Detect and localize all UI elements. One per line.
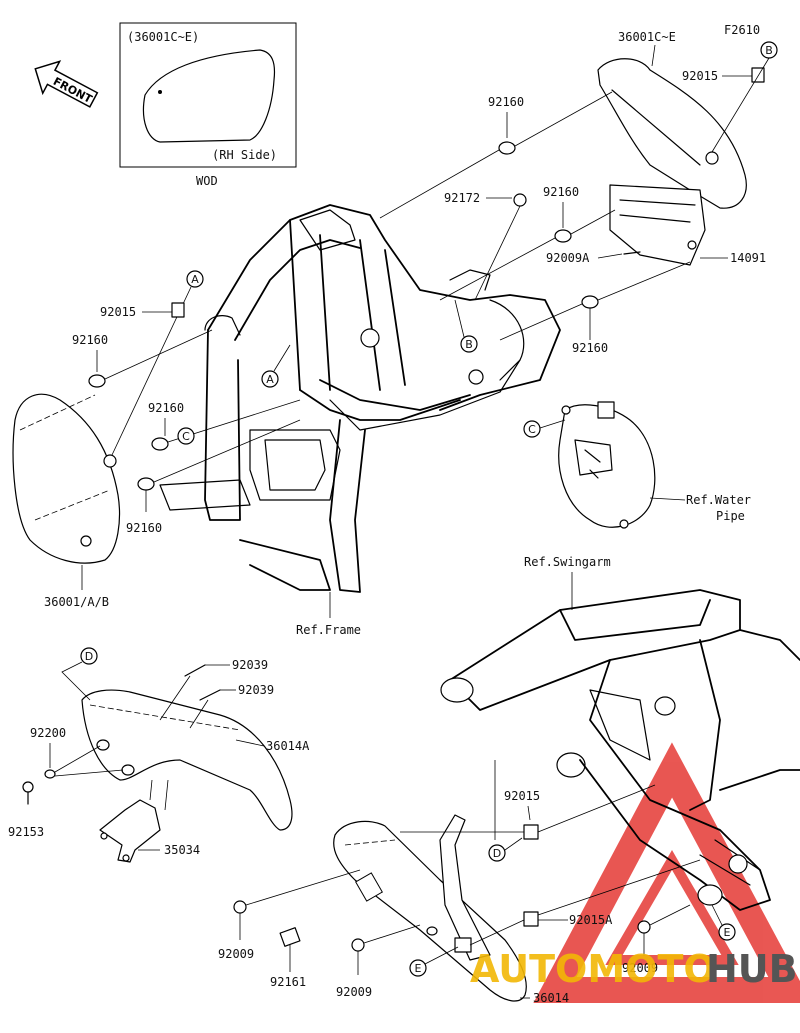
swingarm [440, 589, 800, 911]
label-92039-b: 92039 [238, 683, 274, 697]
grommet-92160-left2 [151, 437, 169, 451]
nut-92015a [523, 911, 539, 927]
label-92009a: 92009A [546, 251, 590, 265]
grommet-92160-mid [554, 229, 572, 243]
grommet-92160-left1 [88, 374, 106, 388]
label-ref-water-2: Pipe [716, 509, 745, 523]
label-92160-left1: 92160 [72, 333, 108, 347]
label-35034: 35034 [164, 843, 200, 857]
bolt-92009-right [637, 920, 651, 934]
callout-a-frame[interactable] [261, 370, 279, 388]
figure-code: F2610 [724, 23, 760, 37]
label-92160-left3: 92160 [126, 521, 162, 535]
grommet-92160-left3 [137, 477, 155, 491]
chain-guard [81, 689, 293, 831]
label-36014a: 36014A [266, 739, 310, 753]
callout-b-frame-label: B [465, 338, 473, 351]
rh-side-cover [597, 58, 747, 266]
label-92009-center: 92009 [336, 985, 372, 999]
label-92161: 92161 [270, 975, 306, 989]
screw-92172 [513, 193, 527, 207]
callout-b-frame[interactable] [460, 335, 478, 353]
clamp-92039-b [199, 689, 221, 701]
pad-92161 [279, 927, 301, 947]
callout-c-water[interactable] [523, 420, 541, 438]
callout-b-top-label: B [765, 44, 773, 57]
label-92009-left: 92009 [218, 947, 254, 961]
callout-c-left-label: C [182, 430, 190, 443]
label-92200: 92200 [30, 726, 66, 740]
collar-92015-left [171, 302, 185, 318]
callout-a-left[interactable] [186, 270, 204, 288]
bracket-35034 [99, 799, 161, 863]
label-92160-mid: 92160 [543, 185, 579, 199]
label-92015a: 92015A [569, 913, 613, 927]
label-36014: 36014 [533, 991, 569, 1005]
label-92172: 92172 [444, 191, 480, 205]
inset-title: (36001C~E) [127, 30, 199, 44]
watermark-part2: HUB [706, 947, 798, 991]
callout-a-frame-label: A [266, 373, 274, 386]
label-92160-top: 92160 [488, 95, 524, 109]
front-arrow-icon: FRONT [34, 60, 99, 108]
collar-92015-bottom [523, 824, 539, 840]
callout-e-left[interactable] [409, 959, 427, 977]
callout-d-left[interactable] [80, 647, 98, 665]
bolt-92009-center [351, 938, 365, 952]
label-92153: 92153 [8, 825, 44, 839]
inset-side: (RH Side) [212, 148, 277, 162]
watermark-text: AUTOMOTO HUB [470, 947, 798, 991]
clamp-92039-a [184, 664, 206, 677]
label-92015-top: 92015 [682, 69, 718, 83]
callout-c-water-label: C [528, 423, 536, 436]
lh-side-cover [12, 393, 121, 564]
callout-d-left-label: D [85, 650, 93, 663]
watermark-part1: AUTOMOTO [470, 947, 716, 991]
label-36001ab: 36001/A/B [44, 595, 109, 609]
grommet-92160-top [498, 141, 516, 155]
label-92015-left: 92015 [100, 305, 136, 319]
label-36001ce: 36001C~E [618, 30, 676, 44]
callout-e-right-label: E [724, 926, 731, 939]
label-92015-bottom: 92015 [504, 789, 540, 803]
water-pump-cover [558, 401, 656, 529]
label-ref-frame: Ref.Frame [296, 623, 361, 637]
inset-caption: WOD [196, 174, 218, 188]
callout-d-bottom-label: D [493, 847, 501, 860]
frame [159, 204, 561, 593]
callout-e-left-label: E [415, 962, 422, 975]
watermark-triangle [533, 742, 800, 1003]
label-92160-left2: 92160 [148, 401, 184, 415]
collar-92015-top [751, 67, 765, 83]
grommet-92160-right [581, 295, 599, 309]
bolt-92153 [22, 781, 34, 793]
inset-box: (36001C~E) (RH Side) WOD [119, 22, 297, 188]
lower-chain-guard [333, 814, 527, 1002]
callout-c-left[interactable] [177, 427, 195, 445]
label-ref-swingarm: Ref.Swingarm [524, 555, 611, 569]
washer-92200 [44, 769, 56, 779]
label-ref-water-1: Ref.Water [686, 493, 751, 507]
label-92039-a: 92039 [232, 658, 268, 672]
label-92009-right: 92009 [622, 961, 658, 975]
callout-a-left-label: A [191, 273, 199, 286]
bolt-92009-left [233, 900, 247, 914]
label-14091: 14091 [730, 251, 766, 265]
callout-e-right[interactable] [718, 923, 736, 941]
label-92160-right: 92160 [572, 341, 608, 355]
callout-d-bottom[interactable] [488, 844, 506, 862]
